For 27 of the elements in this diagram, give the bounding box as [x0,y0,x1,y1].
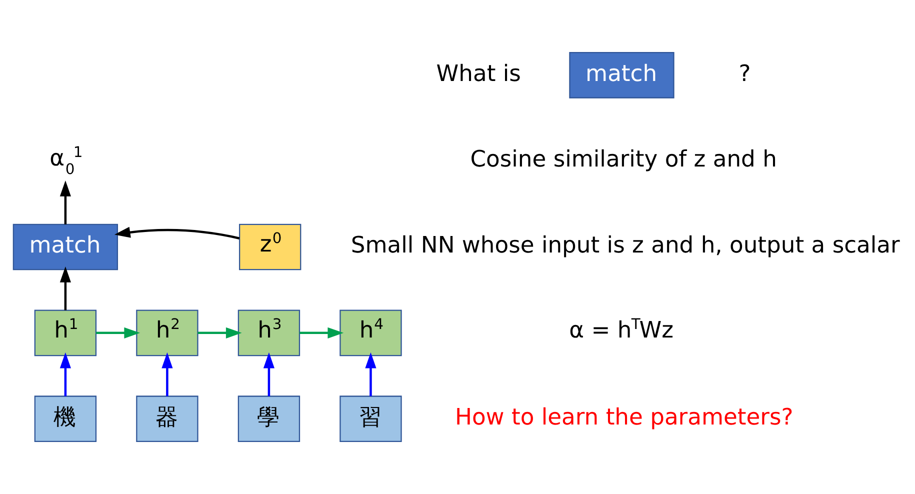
node-box: z$^{0}$ [239,224,302,270]
node-box: h$^{1}$ [34,310,97,356]
label: Cosine similarity of z and h [470,146,777,173]
arrow [114,226,240,240]
node-box: 習 [340,396,402,442]
arrow [198,327,242,338]
arrow [162,352,173,396]
node-box: 器 [136,396,198,442]
arrow [263,352,274,396]
arrow [60,352,71,396]
label: What is [436,60,521,87]
label: How to learn the parameters? [454,404,794,431]
arrow [300,327,344,338]
arrow [365,352,376,396]
node-box: 學 [238,396,300,442]
arrow [60,180,71,224]
label: α = h$^{T}$Wz [569,316,674,344]
node-box: h$^{3}$ [238,310,300,356]
node-box: 機 [34,396,97,442]
arrow [96,327,140,338]
label: ? [738,60,751,87]
node-box: match [12,224,118,270]
node-box: h$^{4}$ [340,310,402,356]
node-box: h$^{2}$ [136,310,198,356]
label: Small NN whose input is z and h, output a scalar [350,232,900,259]
arrow [60,266,71,310]
node-box: match [569,52,674,98]
